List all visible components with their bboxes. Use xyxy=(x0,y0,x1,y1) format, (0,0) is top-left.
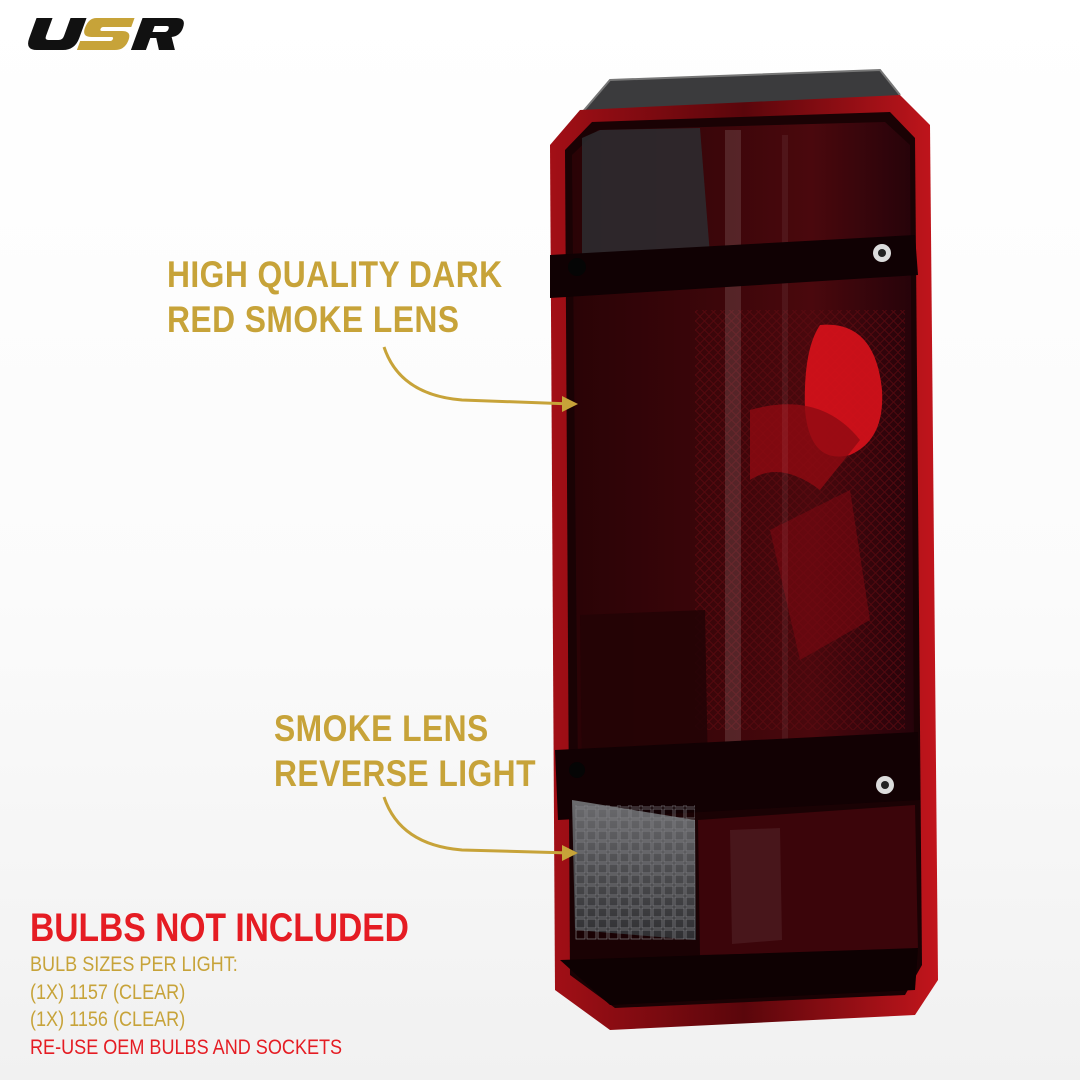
bulb-spec-item: (1X) 1156 (CLEAR) xyxy=(30,1008,186,1031)
bulb-specs-heading: BULB SIZES PER LIGHT: xyxy=(30,953,238,976)
lens-callout: HIGH QUALITY DARK RED SMOKE LENS xyxy=(167,252,503,342)
reverse-callout-line-2: REVERSE LIGHT xyxy=(274,753,536,794)
lens-callout-line-2: RED SMOKE LENS xyxy=(167,299,460,340)
bulb-specs: BULB SIZES PER LIGHT: (1X) 1157 (CLEAR) … xyxy=(30,951,342,1061)
usr-logo xyxy=(28,18,184,50)
reverse-callout-line-1: SMOKE LENS xyxy=(274,708,489,749)
logo-mark xyxy=(28,18,184,50)
tail-light-image xyxy=(550,68,938,1030)
lens-callout-line-1: HIGH QUALITY DARK xyxy=(167,254,503,295)
bulb-spec-item: (1X) 1157 (CLEAR) xyxy=(30,980,186,1004)
bulbs-warning: BULBS NOT INCLUDED xyxy=(30,906,409,950)
reuse-note: RE-USE OEM BULBS AND SOCKETS xyxy=(30,1035,343,1059)
reverse-callout: SMOKE LENS REVERSE LIGHT xyxy=(274,706,536,796)
